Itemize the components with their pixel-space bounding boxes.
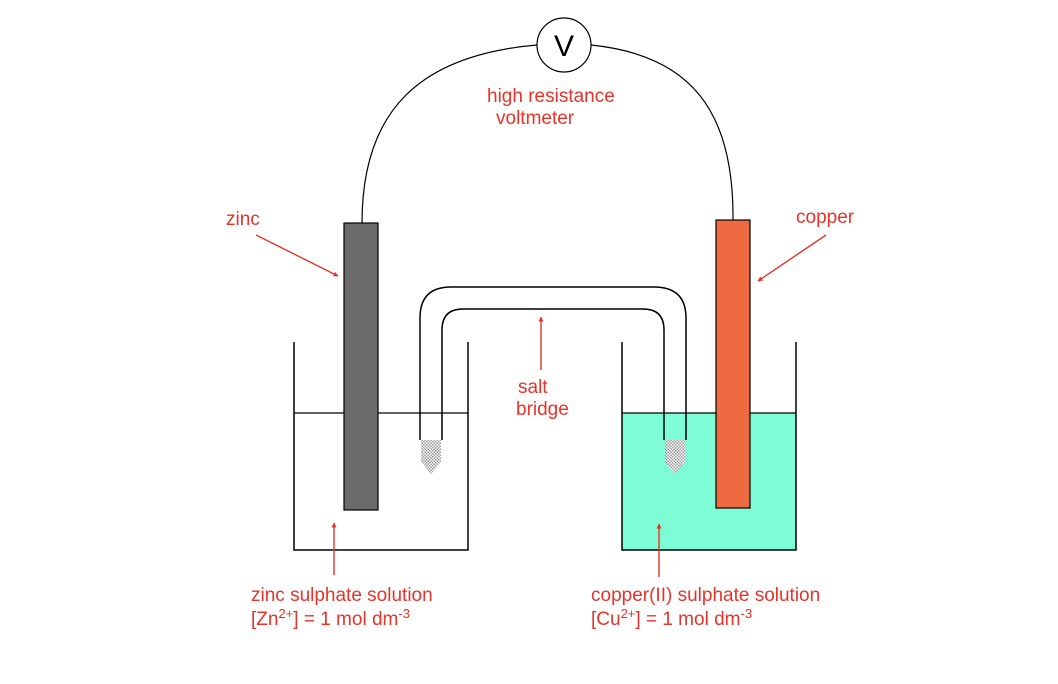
- voltmeter-label-line2: voltmeter: [496, 108, 575, 129]
- copper-label: copper: [796, 207, 855, 228]
- voltmeter-symbol: V: [554, 30, 574, 63]
- salt-bridge: [419, 286, 687, 474]
- salt-bridge-label-line1: salt: [518, 377, 548, 398]
- copper-arrow: [757, 234, 827, 282]
- voltmeter-label-line1: high resistance: [487, 86, 615, 107]
- zinc-electrode: [343, 222, 379, 511]
- copper-electrode: [715, 219, 751, 509]
- salt-bridge-label-line2: bridge: [516, 399, 569, 420]
- copper-solution-label: copper(II) sulphate solution: [591, 585, 820, 606]
- right-beaker: [621, 342, 797, 551]
- copper-concentration-label: [Cu2+] = 1 mol dm-3: [591, 606, 752, 630]
- circuit-wire-left: [361, 44, 538, 224]
- salt-bridge-plug-right: [665, 440, 685, 474]
- zinc-concentration-label: [Zn2+] = 1 mol dm-3: [251, 606, 410, 630]
- zinc-label: zinc: [226, 209, 260, 230]
- zinc-solution-label: zinc sulphate solution: [251, 585, 433, 606]
- circuit-wire-right: [590, 44, 734, 221]
- zinc-arrow: [255, 234, 339, 277]
- left-beaker: [293, 342, 469, 551]
- voltmeter-icon: V: [536, 17, 592, 73]
- salt-bridge-plug-left: [421, 440, 441, 474]
- copper-sulphate-solution: [622, 413, 796, 550]
